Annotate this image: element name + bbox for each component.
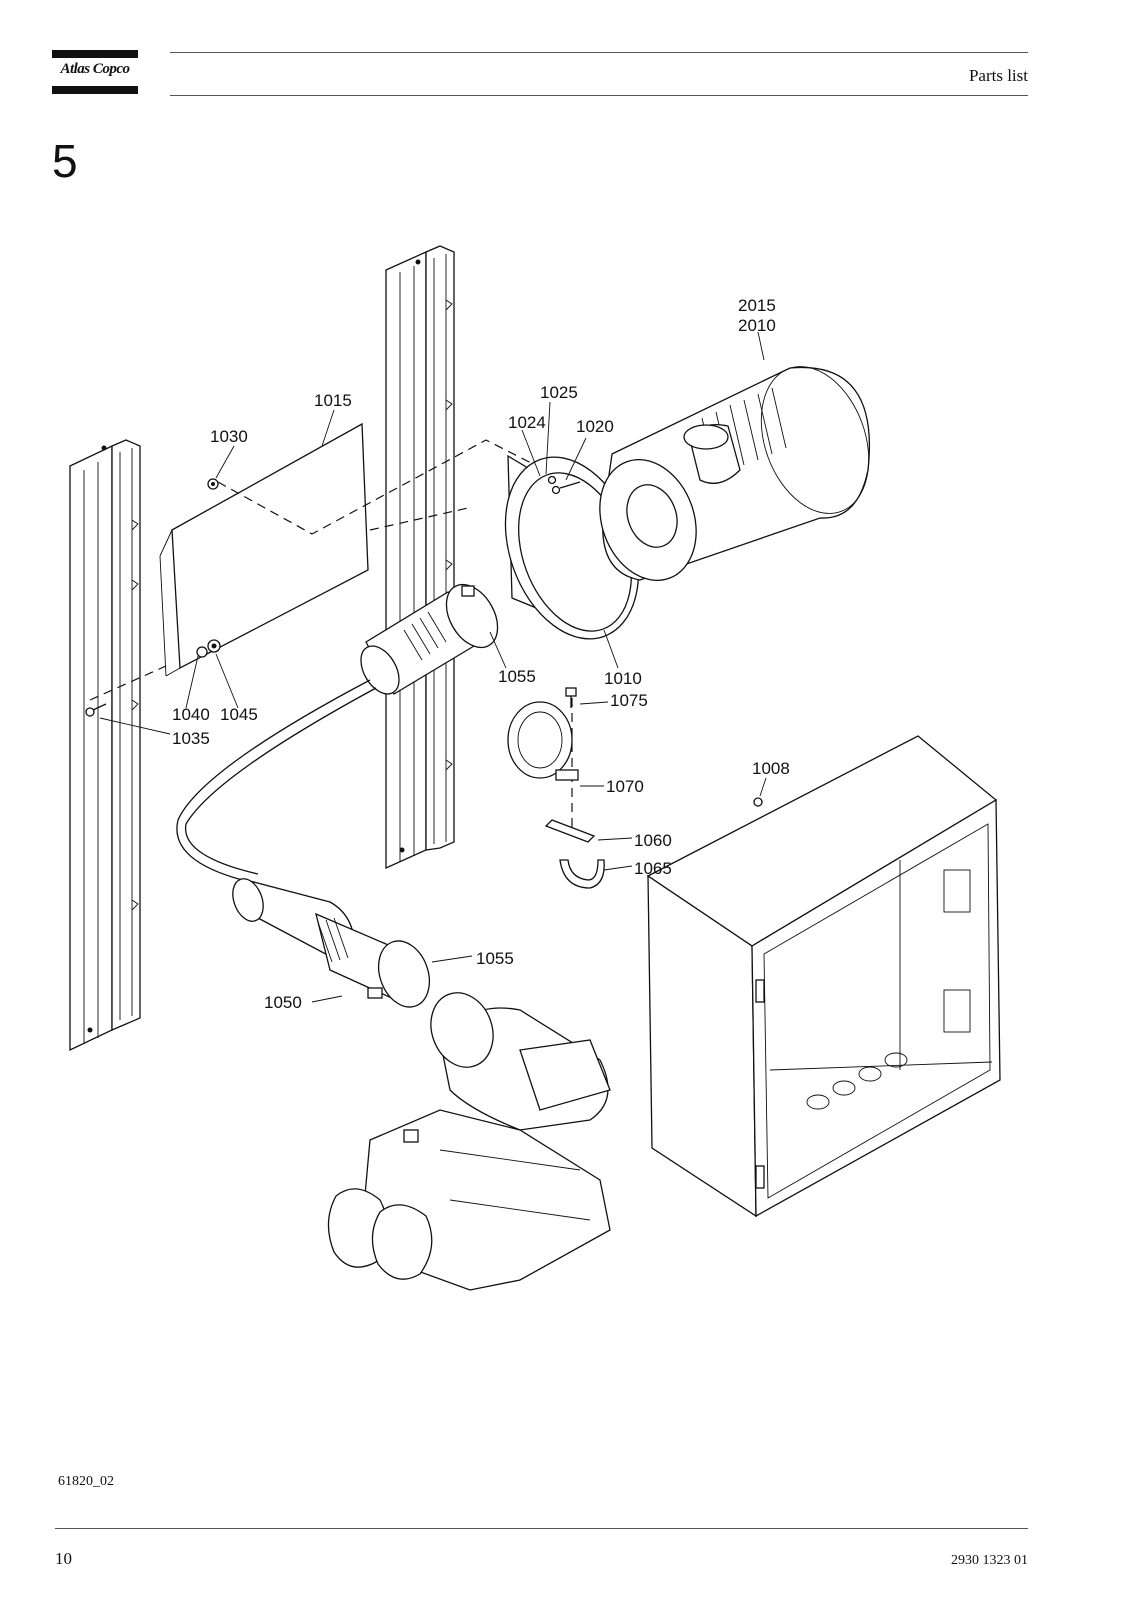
label-1040: 1040: [172, 705, 210, 724]
label-1050: 1050: [264, 993, 302, 1012]
footer-rule: [55, 1528, 1028, 1529]
label-2010: 2010: [738, 316, 776, 335]
figure-code: 61820_02: [58, 1474, 114, 1489]
label-1035: 1035: [172, 729, 210, 748]
electrical-cabinet: [646, 735, 1001, 1218]
label-1020: 1020: [576, 417, 614, 436]
left-channel-frame: [69, 439, 141, 1052]
label-1060: 1060: [634, 831, 672, 850]
page-number: 10: [55, 1549, 72, 1568]
assembly-line-channel: [369, 507, 469, 531]
assembly-line-cover: [217, 439, 601, 535]
leader-lines: [99, 331, 767, 1003]
header-rule-top: [170, 52, 1028, 53]
screw-1035: [85, 703, 107, 717]
label-1010: 1010: [604, 669, 642, 688]
section-number: 5: [52, 135, 78, 187]
label-1070: 1070: [606, 777, 644, 796]
lower-hose-clamp: [232, 878, 431, 1008]
label-1065: 1065: [634, 859, 672, 878]
label-1024: 1024: [508, 413, 546, 432]
atlas-copco-logo: Atlas Copco: [52, 50, 138, 94]
flexible-hose-line-inner: [184, 687, 377, 875]
logo-wordmark: Atlas Copco: [60, 61, 130, 77]
label-1045: 1045: [220, 705, 258, 724]
compressor-assembly: [327, 992, 611, 1291]
label-1075: 1075: [610, 691, 648, 710]
logo-bar-bottom: [52, 86, 138, 94]
label-1055-upper: 1055: [498, 667, 536, 686]
label-1025: 1025: [540, 383, 578, 402]
label-1008: 1008: [752, 759, 790, 778]
center-channel-frame: [385, 245, 455, 870]
header-title: Parts list: [968, 66, 1028, 85]
upper-hose-clamp: [360, 583, 499, 695]
label-1015: 1015: [314, 391, 352, 410]
logo-bar-top: [52, 50, 138, 58]
cover-plate: [159, 422, 369, 677]
air-filter-housing: [599, 366, 870, 581]
label-1055-lower: 1055: [476, 949, 514, 968]
flexible-hose-line: [176, 679, 371, 883]
nut-1030: [207, 478, 219, 490]
header-rule-bottom: [170, 95, 1028, 96]
label-1030: 1030: [210, 427, 248, 446]
hose-clamp-stack: [507, 687, 605, 889]
label-2015: 2015: [738, 296, 776, 315]
document-number: 2930 1323 01: [951, 1553, 1028, 1568]
